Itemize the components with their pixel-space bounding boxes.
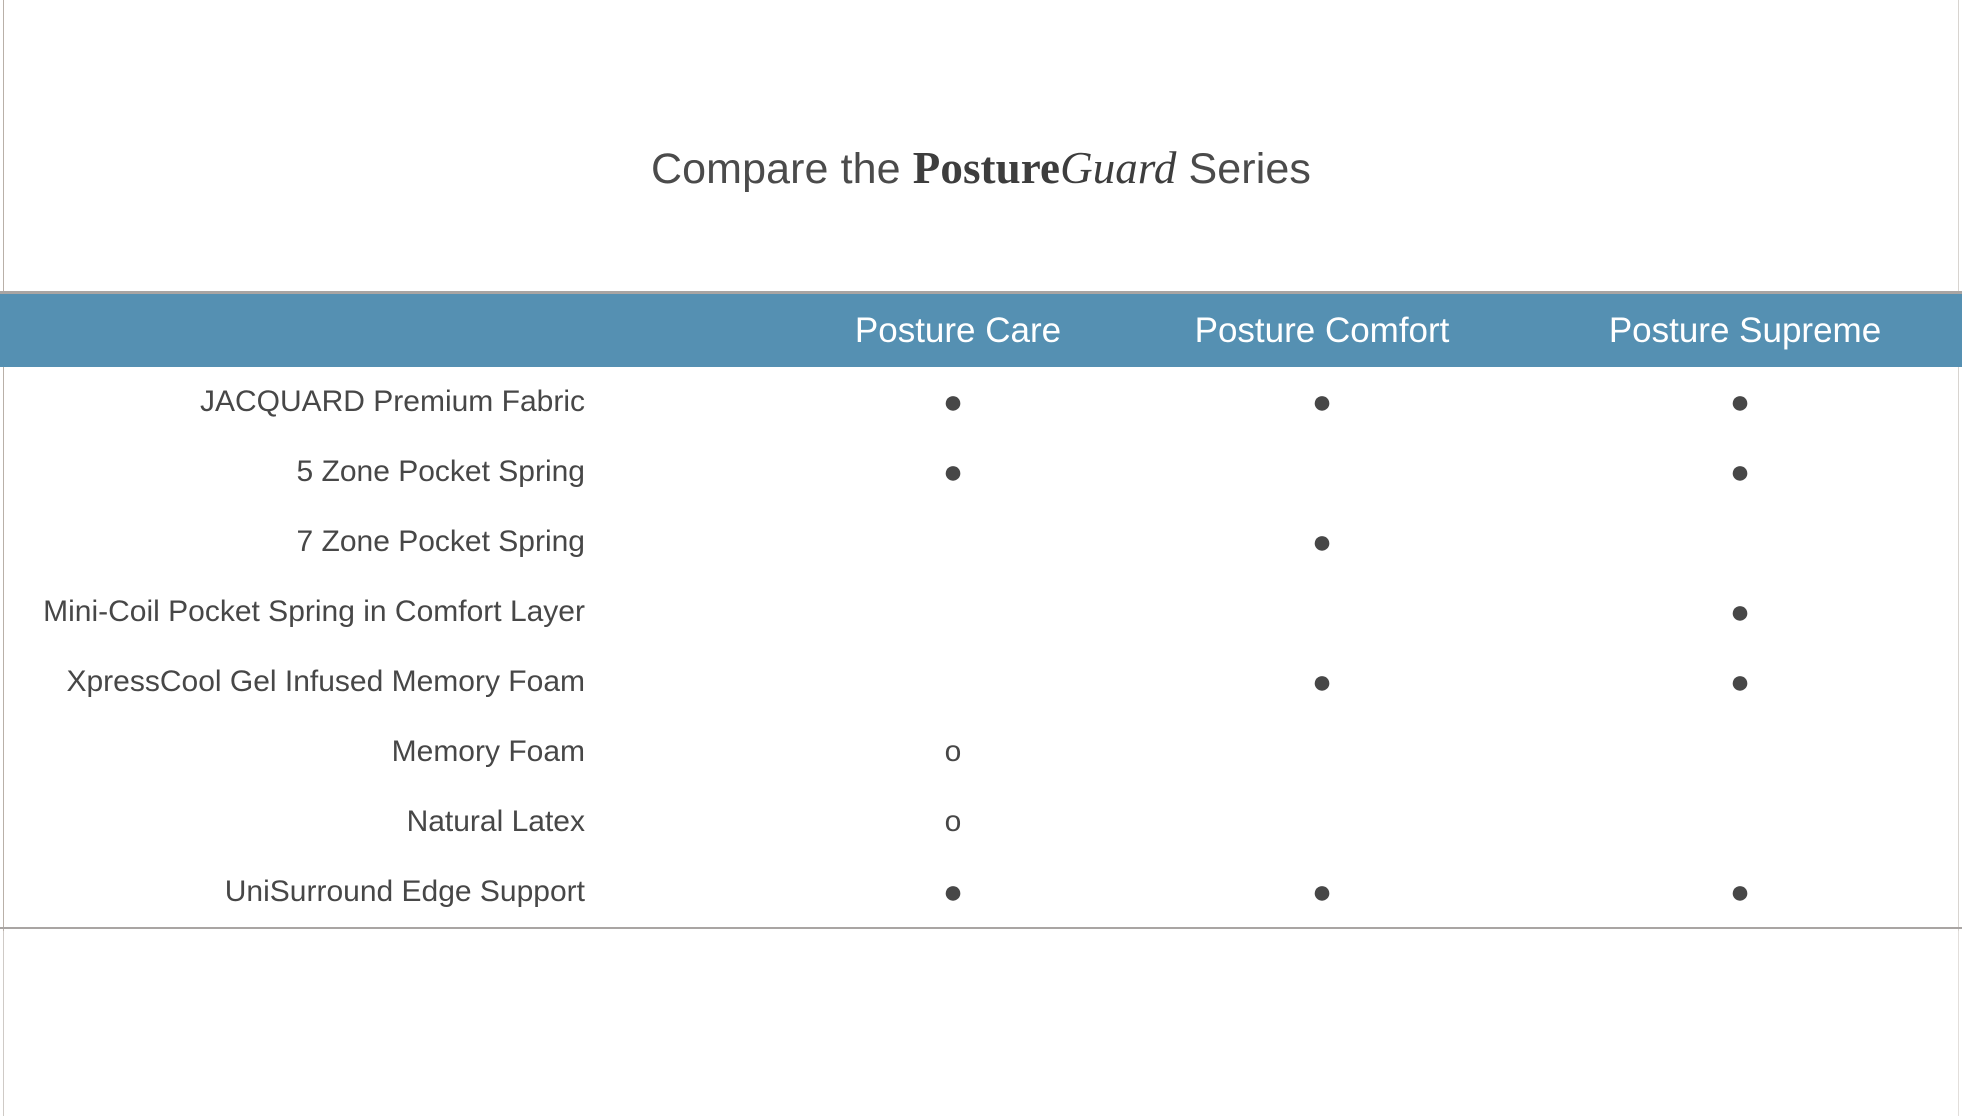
table-bottom-rule — [0, 927, 1962, 929]
cell-marker: ● — [942, 873, 964, 911]
row-label: 7 Zone Pocket Spring — [296, 525, 585, 558]
table-row: 7 Zone Pocket Spring ● — [0, 507, 1962, 577]
cell-marker — [923, 577, 983, 647]
cell-marker: o — [944, 805, 962, 838]
cell-marker — [1292, 577, 1352, 647]
cell-marker — [1292, 717, 1352, 787]
table-header-row: Posture Care Posture Comfort Posture Sup… — [0, 291, 1962, 367]
cell-marker: ● — [1311, 383, 1333, 421]
table-row: Memory Foam o — [0, 717, 1962, 787]
cell-marker: ● — [1729, 873, 1751, 911]
cell-marker: ● — [1729, 663, 1751, 701]
cell-marker: ● — [1729, 453, 1751, 491]
cell-marker — [1292, 437, 1352, 507]
cell-marker: o — [944, 735, 962, 768]
row-label: Memory Foam — [391, 735, 585, 768]
cell-marker: ● — [1729, 383, 1751, 421]
cell-marker: ● — [1311, 873, 1333, 911]
cell-marker: ● — [942, 383, 964, 421]
table-row: Mini-Coil Pocket Spring in Comfort Layer… — [0, 577, 1962, 647]
title-suffix: Series — [1176, 144, 1311, 193]
page-border-right — [1958, 0, 1959, 933]
cell-marker: ● — [1311, 523, 1333, 561]
page-title: Compare the PostureGuard Series — [0, 142, 1962, 194]
row-label: XpressCool Gel Infused Memory Foam — [66, 665, 585, 698]
title-brand-italic: Guard — [1060, 142, 1177, 193]
cell-marker: ● — [1311, 663, 1333, 701]
row-label: 5 Zone Pocket Spring — [296, 455, 585, 488]
title-brand-bold: Posture — [912, 142, 1061, 193]
cell-marker — [923, 507, 983, 577]
column-header-posture-care: Posture Care — [854, 311, 1062, 350]
row-label: Mini-Coil Pocket Spring in Comfort Layer — [43, 595, 585, 628]
table-row: UniSurround Edge Support ● ● ● — [0, 857, 1962, 927]
page-border-right-lower — [1958, 931, 1959, 1116]
page-border-left — [3, 0, 4, 933]
cell-marker — [1710, 717, 1770, 787]
cell-marker: ● — [942, 453, 964, 491]
cell-marker: ● — [1729, 593, 1751, 631]
title-prefix: Compare the — [651, 144, 913, 193]
cell-marker — [1292, 787, 1352, 857]
row-label: UniSurround Edge Support — [224, 875, 585, 908]
cell-marker — [1710, 787, 1770, 857]
table-body: JACQUARD Premium Fabric ● ● ● 5 Zone Poc… — [0, 367, 1962, 927]
table-row: 5 Zone Pocket Spring ● ● — [0, 437, 1962, 507]
row-label: JACQUARD Premium Fabric — [199, 385, 585, 418]
column-header-posture-comfort: Posture Comfort — [1194, 311, 1450, 350]
table-row: XpressCool Gel Infused Memory Foam ● ● — [0, 647, 1962, 717]
cell-marker — [923, 647, 983, 717]
table-row: JACQUARD Premium Fabric ● ● ● — [0, 367, 1962, 437]
column-header-posture-supreme: Posture Supreme — [1608, 311, 1882, 350]
cell-marker — [1710, 507, 1770, 577]
table-row: Natural Latex o — [0, 787, 1962, 857]
page-border-left-lower — [3, 931, 4, 1116]
comparison-table: Posture Care Posture Comfort Posture Sup… — [0, 291, 1962, 927]
row-label: Natural Latex — [406, 805, 585, 838]
